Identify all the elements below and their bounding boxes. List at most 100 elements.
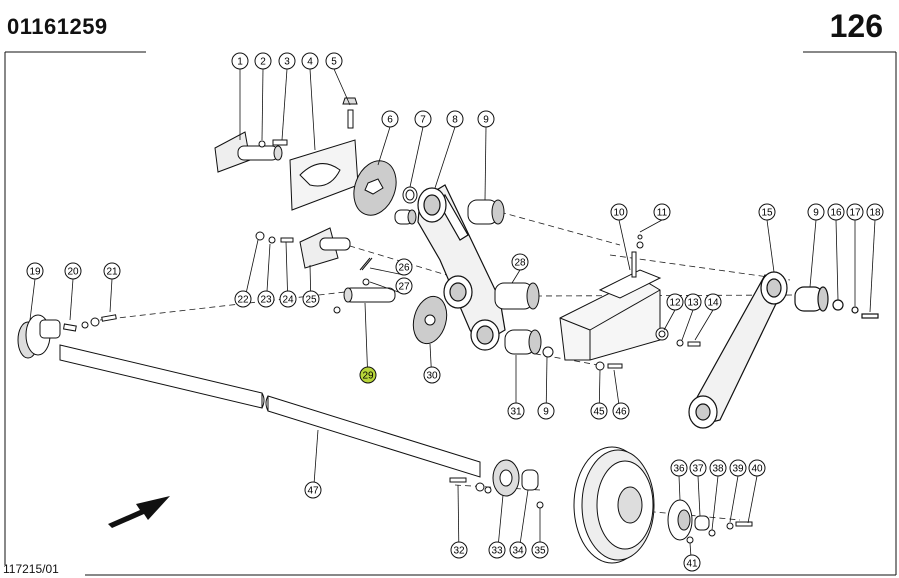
callout-circle xyxy=(511,253,529,271)
flange-shaft xyxy=(299,227,396,303)
callout-label: 2 xyxy=(260,57,266,68)
callout-11: 11 xyxy=(639,203,671,233)
callout-circle xyxy=(278,52,296,70)
callout-label: 47 xyxy=(307,486,319,497)
callout-leader xyxy=(309,68,316,151)
callout-circle xyxy=(359,366,377,384)
callout-circle xyxy=(683,554,701,572)
callout-8: 8 xyxy=(434,110,464,189)
callout-47: 47 xyxy=(304,429,322,499)
callout-label: 6 xyxy=(387,115,393,126)
callout-label: 46 xyxy=(615,407,627,418)
callout-label: 11 xyxy=(657,208,668,219)
callout-circle xyxy=(325,52,343,70)
callout-label: 23 xyxy=(260,295,272,306)
callout-21: 21 xyxy=(103,262,121,313)
callout-circle xyxy=(590,402,608,420)
callout-circle xyxy=(103,262,121,280)
callout-label: 33 xyxy=(491,546,503,557)
callout-leader xyxy=(261,68,264,141)
callout-circle xyxy=(846,203,864,221)
callout-circle xyxy=(279,290,297,308)
hub-shaft xyxy=(17,314,544,509)
callout-1: 1 xyxy=(231,52,249,140)
callout-label: 25 xyxy=(305,295,317,306)
callout-label: 8 xyxy=(452,115,458,126)
callout-9: 9 xyxy=(807,203,825,288)
callout-leader xyxy=(663,309,676,331)
callout-label: 20 xyxy=(67,267,79,278)
callout-19: 19 xyxy=(26,262,44,321)
callout-label: 37 xyxy=(692,464,704,475)
callout-label: 12 xyxy=(669,298,681,309)
callout-circle xyxy=(395,277,413,295)
callout-16: 16 xyxy=(827,203,845,301)
callout-label: 39 xyxy=(732,464,744,475)
callout-6: 6 xyxy=(377,110,399,166)
callout-label: 34 xyxy=(512,546,524,557)
arm-15 xyxy=(688,271,879,429)
callout-label: 14 xyxy=(707,298,719,309)
callout-circle xyxy=(304,481,322,499)
hardware xyxy=(81,231,701,371)
callout-label: 36 xyxy=(673,464,685,475)
callout-leader xyxy=(766,219,775,273)
callout-leader xyxy=(835,219,839,301)
callout-circle xyxy=(507,402,525,420)
callout-label: 9 xyxy=(543,407,549,418)
callout-3: 3 xyxy=(278,52,296,141)
callout-34: 34 xyxy=(509,489,529,559)
callout-9: 9 xyxy=(537,356,555,420)
callout-17: 17 xyxy=(846,203,864,306)
callout-circle xyxy=(302,290,320,308)
callout-circle xyxy=(670,459,688,477)
callout-circle xyxy=(827,203,845,221)
direction-arrow xyxy=(108,496,170,528)
callout-label: 29 xyxy=(362,371,374,382)
callout-35: 35 xyxy=(531,508,549,559)
callout-circle xyxy=(729,459,747,477)
callout-circle xyxy=(257,290,275,308)
callout-label: 5 xyxy=(331,57,337,68)
callout-4: 4 xyxy=(301,52,319,151)
callout-15: 15 xyxy=(758,203,776,273)
callout-leader xyxy=(694,309,714,341)
callout-circle xyxy=(446,110,464,128)
callout-circle xyxy=(610,203,628,221)
callout-label: 17 xyxy=(849,208,861,219)
callout-circle xyxy=(709,459,727,477)
callout-leader xyxy=(618,219,631,271)
callout-39: 39 xyxy=(729,459,747,523)
callout-leader xyxy=(809,219,817,288)
callout-circle xyxy=(612,402,630,420)
callout-label: 16 xyxy=(830,208,842,219)
callout-label: 19 xyxy=(29,267,41,278)
callout-leader xyxy=(109,278,113,313)
callout-circle xyxy=(450,541,468,559)
callout-46: 46 xyxy=(612,369,630,420)
callout-circle xyxy=(666,293,684,311)
callout-label: 18 xyxy=(869,208,881,219)
callout-circle xyxy=(684,293,702,311)
callout-circle xyxy=(531,541,549,559)
callout-label: 7 xyxy=(420,115,426,126)
callout-circle xyxy=(64,262,82,280)
callout-circle xyxy=(395,258,413,276)
callout-circle xyxy=(689,459,707,477)
callout-circle xyxy=(748,459,766,477)
callout-leader xyxy=(678,475,681,501)
callout-label: 38 xyxy=(712,464,724,475)
callout-leader xyxy=(511,269,521,284)
callout-leader xyxy=(434,126,456,189)
callout-label: 22 xyxy=(237,295,249,306)
callout-23: 23 xyxy=(257,243,275,308)
callout-38: 38 xyxy=(709,459,727,531)
callout-26: 26 xyxy=(369,258,413,276)
callout-circle xyxy=(758,203,776,221)
callout-label: 28 xyxy=(514,258,526,269)
callout-13: 13 xyxy=(681,293,702,341)
callout-leader xyxy=(711,475,719,531)
callout-circle xyxy=(537,402,555,420)
